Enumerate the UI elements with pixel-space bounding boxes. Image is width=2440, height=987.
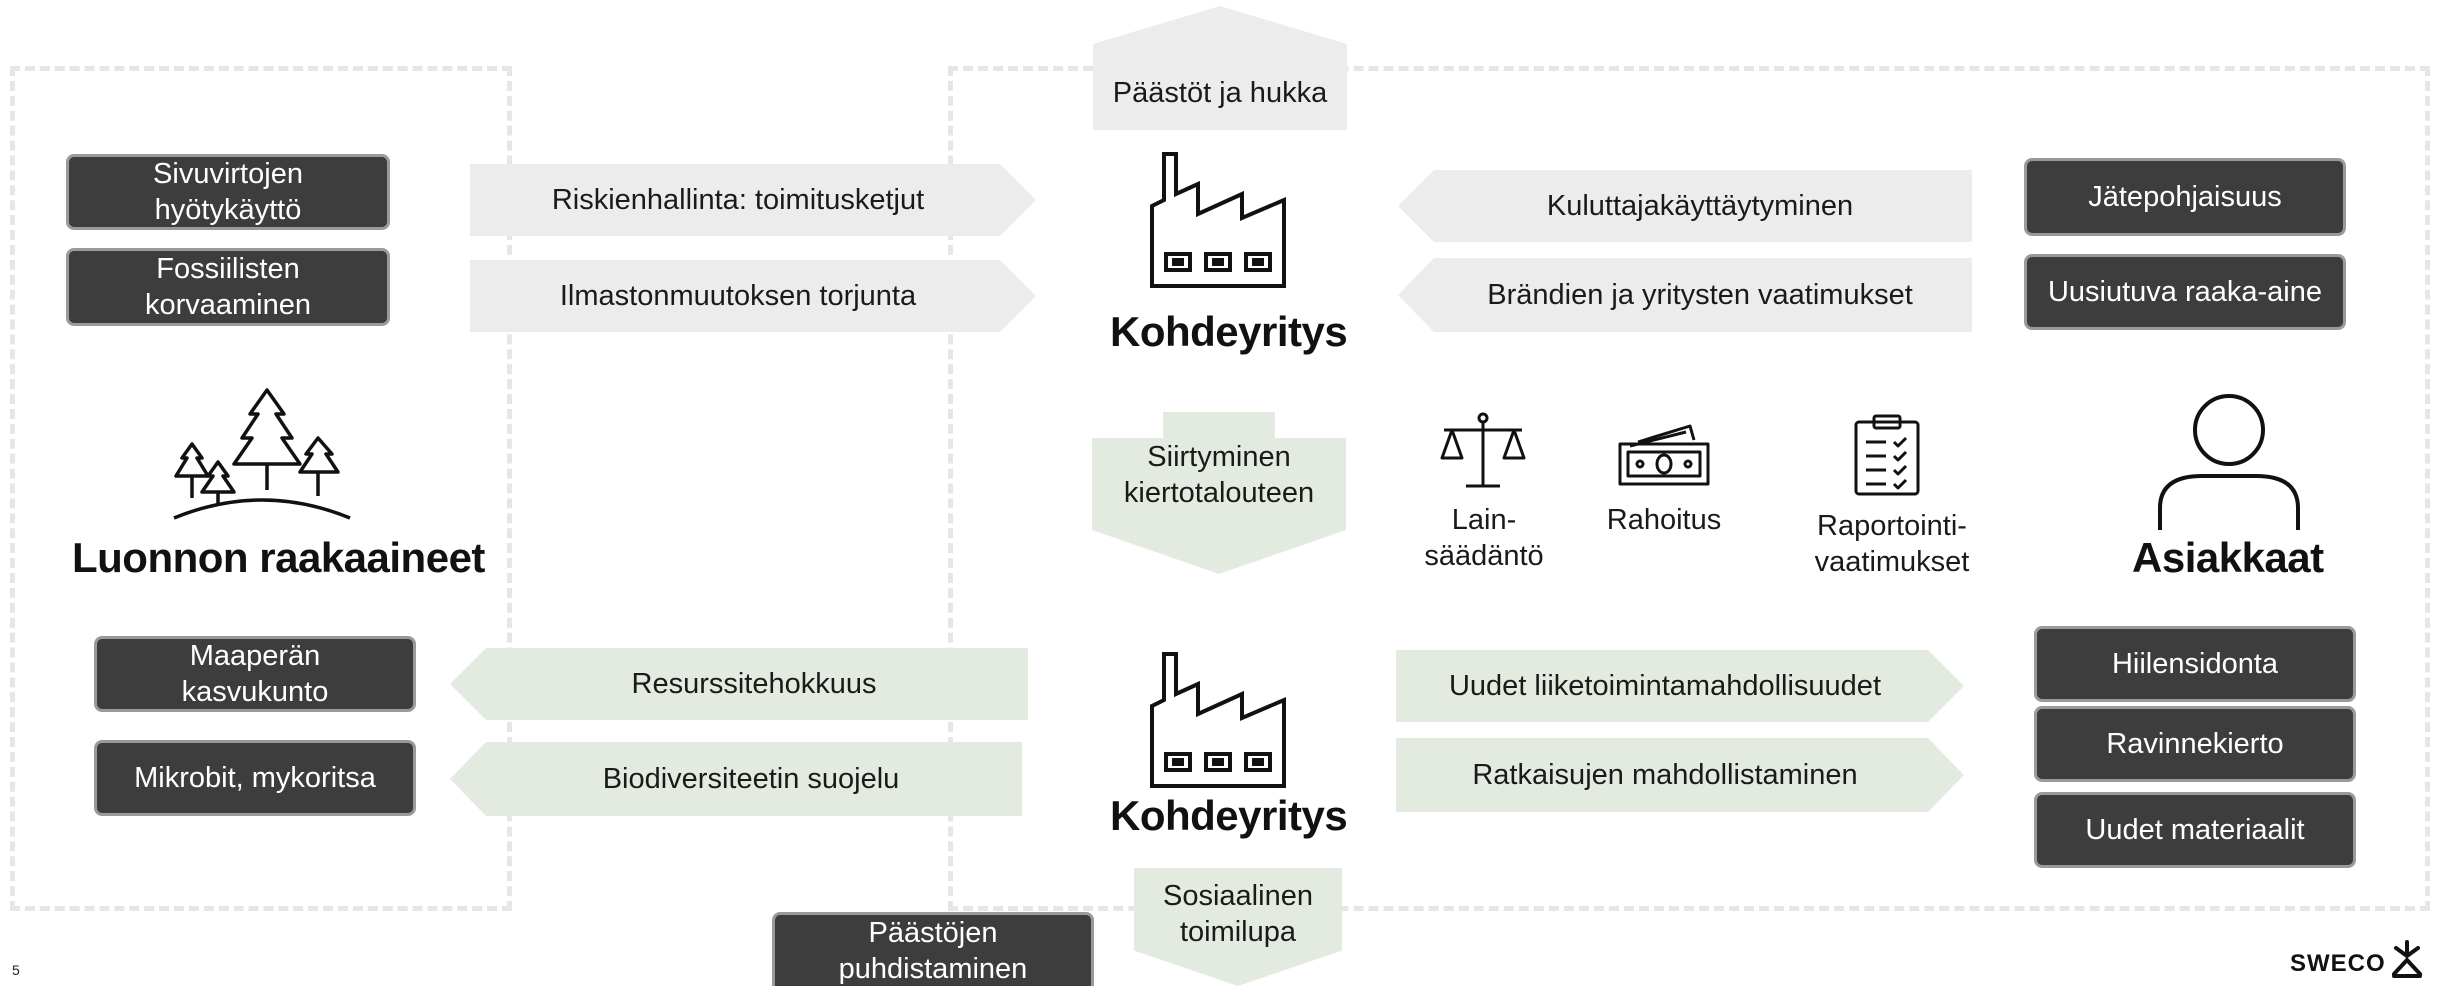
biodiversity-arrow: Biodiversiteetin suojelu	[450, 742, 1022, 816]
financing-label: Rahoitus	[1606, 504, 1722, 536]
enabling-solutions-label: Ratkaisujen mahdollistaminen	[1472, 758, 1858, 791]
resource-efficiency-arrow: Resurssitehokkuus	[450, 648, 1028, 720]
climate-arrow: Ilmastonmuutoksen torjunta	[470, 260, 1036, 332]
scales-icon	[1440, 412, 1526, 488]
factory-icon	[1150, 152, 1286, 288]
customers-label: Asiakkaat	[2132, 534, 2324, 581]
clipboard-icon	[1854, 414, 1920, 496]
brand-requirements-arrow: Brändien ja yritysten vaatimukset	[1398, 258, 1972, 332]
nutrient-cycle-box: Ravinnekierto	[2034, 706, 2356, 782]
biodiversity-label: Biodiversiteetin suojelu	[602, 762, 900, 795]
climate-label: Ilmastonmuutoksen torjunta	[559, 279, 917, 312]
nature-region	[10, 66, 512, 911]
new-materials-box: Uudet materiaalit	[2034, 792, 2356, 868]
person-icon	[2158, 394, 2300, 530]
social-license-label: Sosiaalinen toimilupa	[1163, 880, 1313, 948]
resource-efficiency-label: Resurssitehokkuus	[631, 667, 877, 700]
risk-management-label: Riskienhallinta: toimitusketjut	[551, 183, 925, 216]
page-number: 5	[12, 962, 20, 978]
soil-health-box: Maaperän kasvukunto	[94, 636, 416, 712]
company-region	[948, 66, 2430, 911]
circular-economy-label: Siirtyminen kiertotalouteen	[1123, 441, 1315, 509]
side-stream-box: Sivuvirtojen hyötykäyttö	[66, 154, 390, 230]
consumer-behavior-arrow: Kuluttajakäyttäytyminen	[1398, 170, 1972, 242]
sweco-logo: SWECO	[2290, 938, 2424, 978]
brand-requirements-label: Brändien ja yritysten vaatimukset	[1487, 278, 1913, 311]
enabling-solutions-arrow: Ratkaisujen mahdollistaminen	[1396, 738, 1964, 812]
factory-icon	[1150, 652, 1286, 788]
consumer-behavior-label: Kuluttajakäyttäytyminen	[1546, 189, 1854, 222]
company-label-bottom: Kohdeyritys	[1110, 792, 1348, 839]
carbon-sequestration-box: Hiilensidonta	[2034, 626, 2356, 702]
nature-label: Luonnon raakaaineet	[72, 534, 485, 581]
emission-cleaning-box: Päästöjen puhdistaminen	[772, 912, 1094, 986]
company-label-top: Kohdeyritys	[1110, 308, 1348, 355]
waste-based-box: Jätepohjaisuus	[2024, 158, 2346, 236]
risk-management-arrow: Riskienhallinta: toimitusketjut	[470, 164, 1036, 236]
new-business-label: Uudet liiketoimintamahdollisuudet	[1448, 669, 1881, 702]
emissions-arrow: Päästöt ja hukka	[1093, 6, 1347, 130]
reporting-label: Raportointi- vaatimukset	[1814, 510, 1970, 578]
microbes-box: Mikrobit, mykoritsa	[94, 740, 416, 816]
emissions-label: Päästöt ja hukka	[1112, 76, 1328, 109]
brand-name: SWECO	[2290, 950, 2386, 977]
renewable-raw-material-box: Uusiutuva raaka-aine	[2024, 254, 2346, 330]
money-icon	[1618, 424, 1710, 486]
sweco-logo-icon	[2391, 940, 2422, 978]
fossil-replacement-box: Fossiilisten korvaaminen	[66, 248, 390, 326]
social-license-arrow: Sosiaalinen toimilupa	[1134, 868, 1342, 986]
legislation-label: Lain- säädäntö	[1424, 504, 1544, 572]
forest-icon	[173, 388, 351, 520]
circular-economy-arrow: Siirtyminen kiertotalouteen	[1092, 412, 1346, 574]
new-business-arrow: Uudet liiketoimintamahdollisuudet	[1396, 650, 1964, 722]
